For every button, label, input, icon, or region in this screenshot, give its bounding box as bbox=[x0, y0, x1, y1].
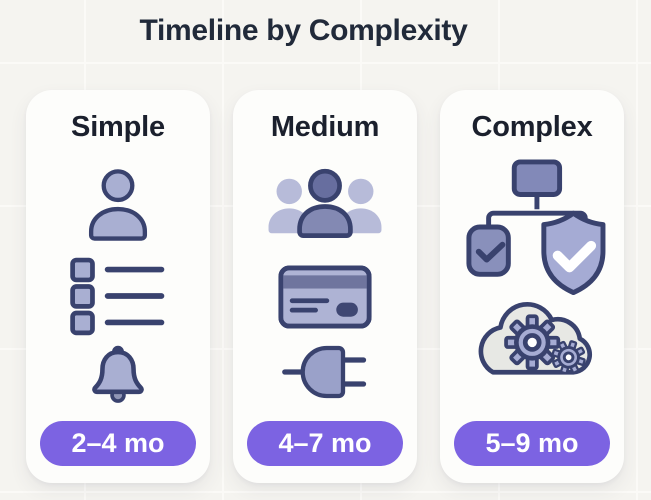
credit-card-icon bbox=[278, 265, 372, 329]
card-complex-icons bbox=[440, 158, 624, 380]
card-medium-duration-badge: 4–7 mo bbox=[247, 421, 403, 466]
card-simple-icons bbox=[26, 164, 210, 407]
checklist-icon bbox=[70, 257, 165, 336]
users-group-icon bbox=[268, 168, 382, 238]
bell-icon bbox=[92, 345, 144, 403]
cards-row: Simple bbox=[26, 90, 624, 483]
card-simple-title: Simple bbox=[71, 111, 165, 143]
card-medium-title: Medium bbox=[270, 111, 380, 143]
card-medium-icons bbox=[233, 166, 417, 402]
card-simple-duration-badge: 2–4 mo bbox=[40, 421, 196, 466]
org-chart-shield-icon bbox=[466, 159, 606, 296]
gear-small-icon bbox=[551, 340, 586, 375]
card-complex-title: Complex bbox=[471, 111, 593, 143]
gear-large-icon bbox=[504, 314, 561, 371]
card-complex: Complex bbox=[440, 90, 624, 483]
card-medium: Medium bbox=[233, 90, 417, 483]
card-simple: Simple bbox=[26, 90, 210, 483]
card-complex-duration-badge: 5–9 mo bbox=[454, 421, 610, 466]
power-plug-icon bbox=[282, 345, 367, 399]
page-title: Timeline by Complexity bbox=[139, 14, 468, 47]
user-icon bbox=[88, 169, 148, 241]
cloud-gears-icon bbox=[478, 301, 593, 375]
